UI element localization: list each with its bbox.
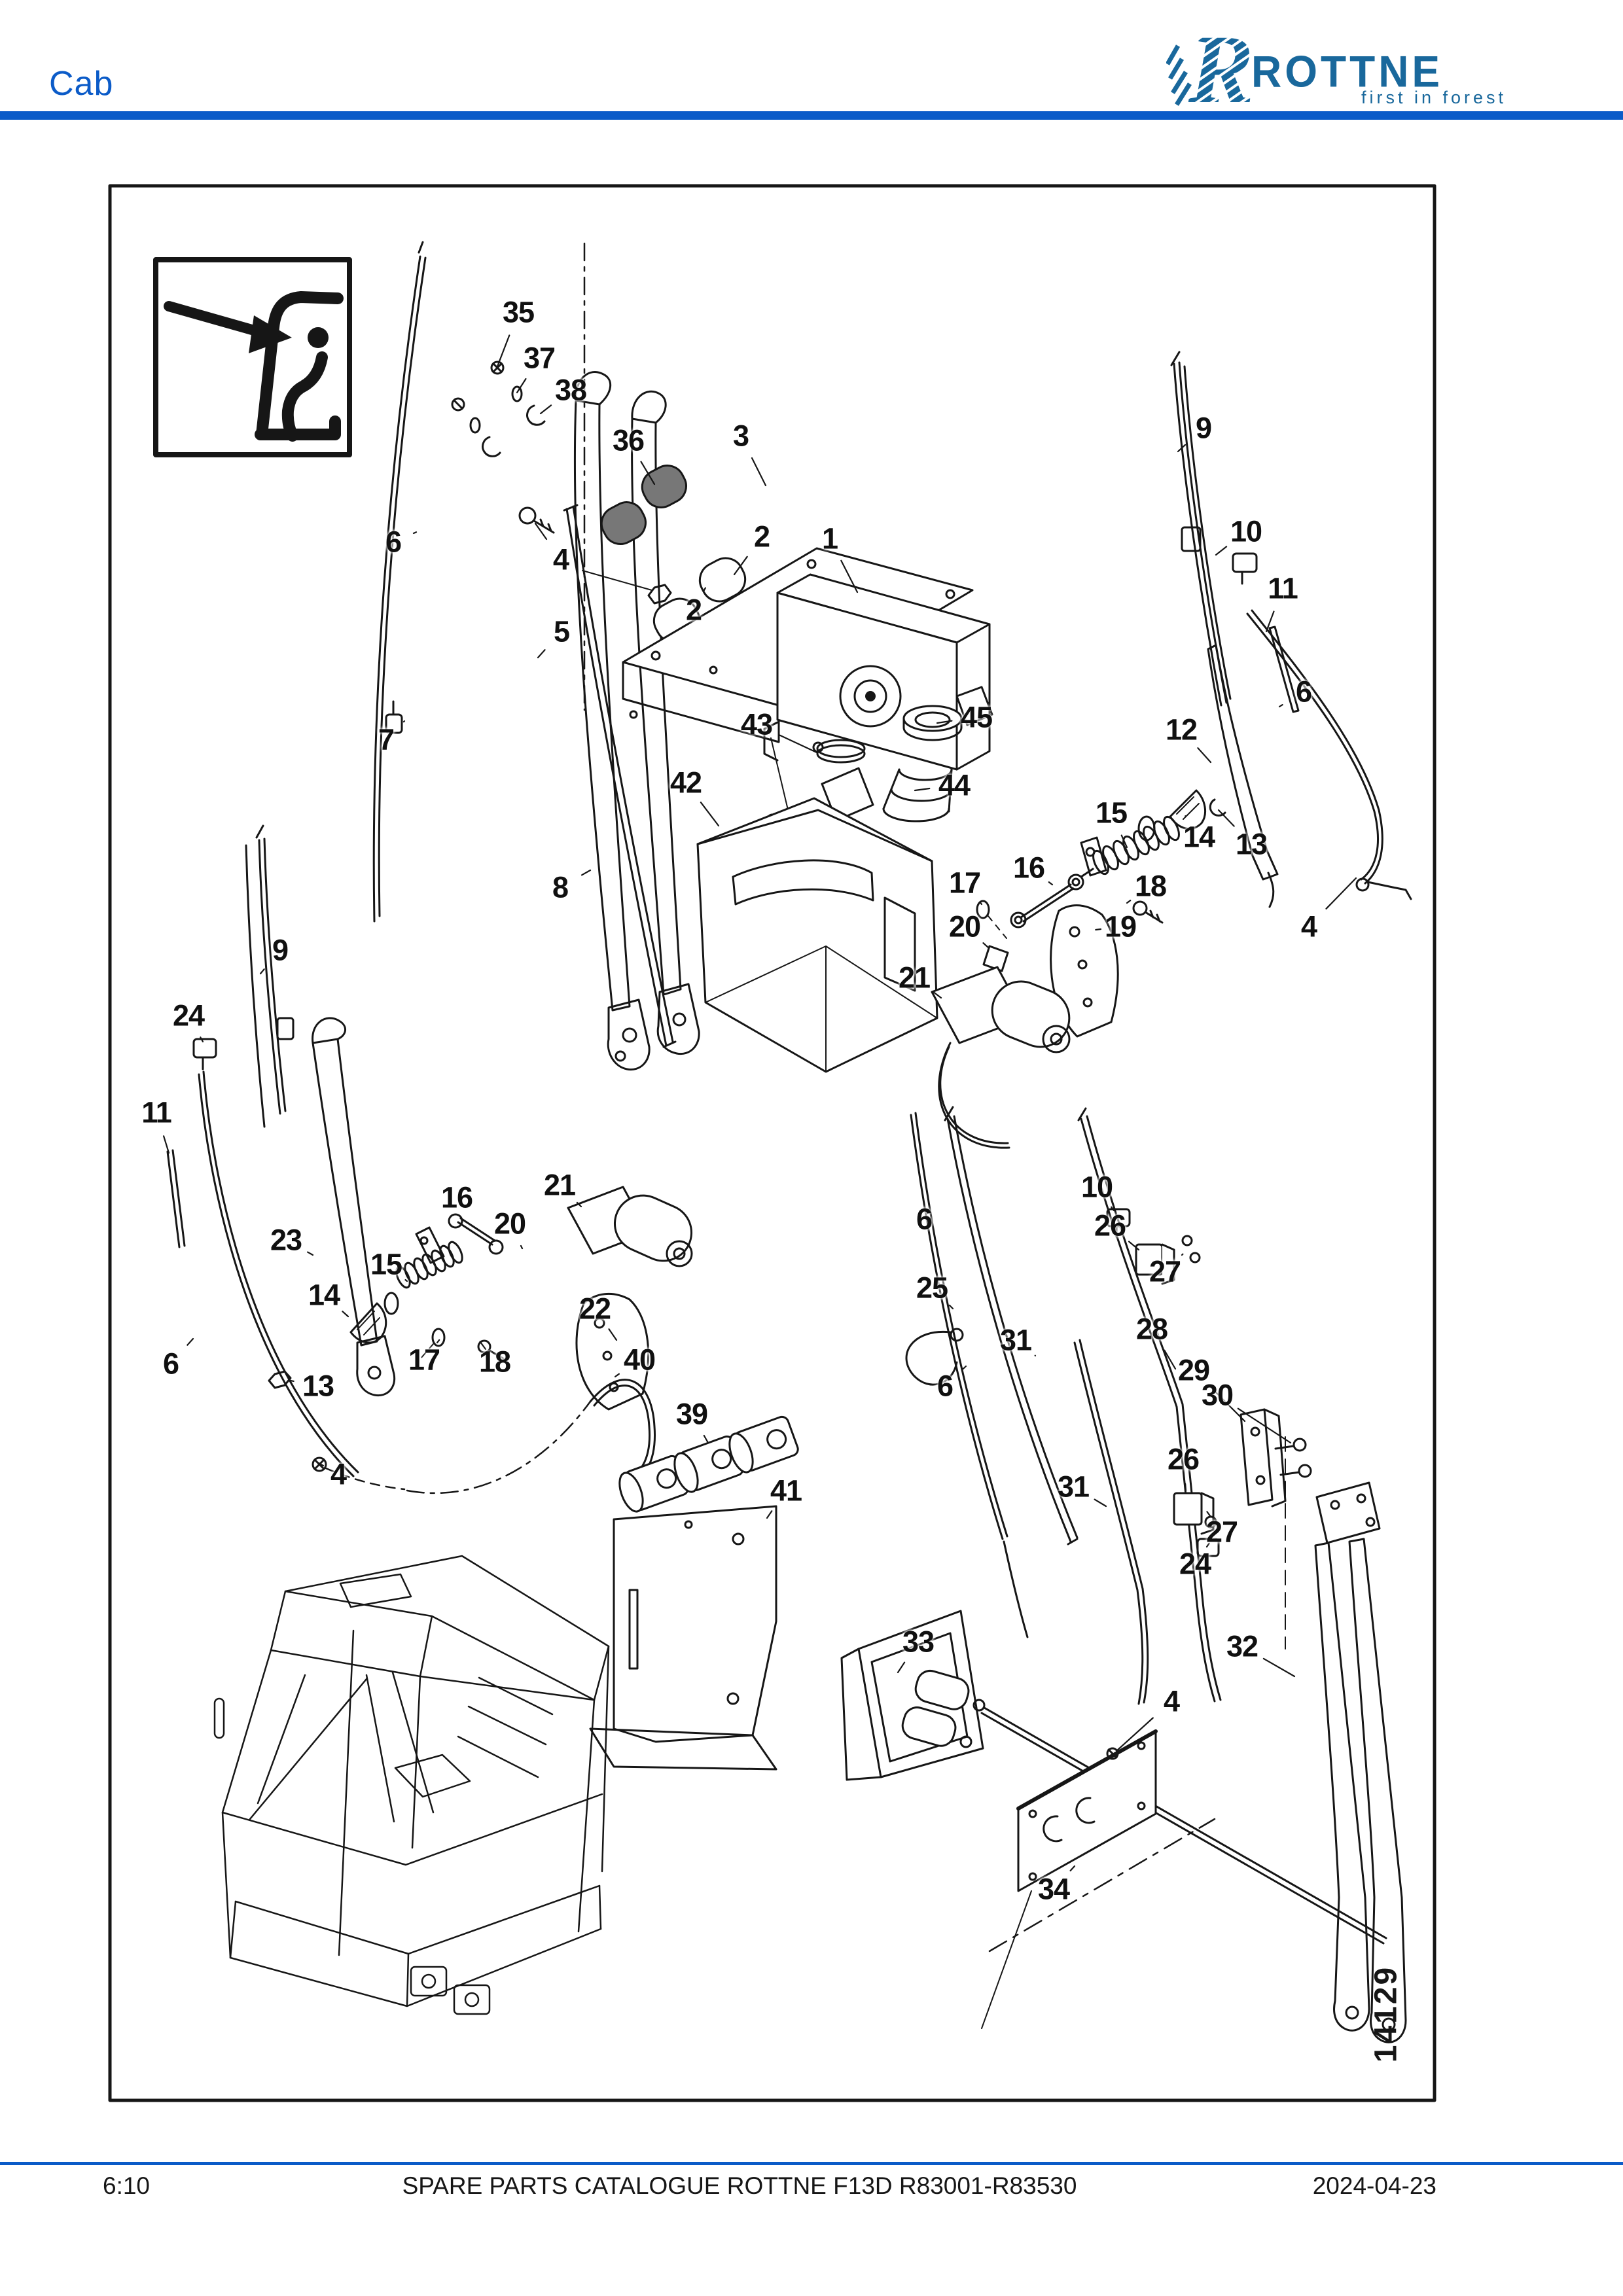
callout-41: 41 <box>770 1474 802 1508</box>
callout-32: 32 <box>1226 1629 1258 1663</box>
callout-13: 13 <box>302 1369 334 1403</box>
callout-31: 31 <box>999 1323 1032 1357</box>
callout-23: 23 <box>270 1223 302 1257</box>
callout-29: 29 <box>1177 1353 1210 1387</box>
callout-2: 2 <box>753 520 770 554</box>
callout-33: 33 <box>902 1625 935 1659</box>
callout-9: 9 <box>272 933 289 967</box>
callout-18: 18 <box>1134 869 1167 903</box>
callout-6: 6 <box>936 1369 954 1403</box>
callout-11: 11 <box>141 1095 172 1129</box>
callout-14: 14 <box>308 1278 340 1312</box>
callout-9: 9 <box>1195 411 1212 445</box>
callout-28: 28 <box>1135 1312 1168 1346</box>
callout-26: 26 <box>1094 1209 1126 1243</box>
callout-2: 2 <box>685 593 702 627</box>
callout-20: 20 <box>948 910 981 944</box>
page-title: Cab <box>49 65 114 103</box>
callout-27: 27 <box>1205 1515 1238 1549</box>
r-mark-speedlines <box>1166 44 1192 106</box>
callout-34: 34 <box>1037 1872 1070 1906</box>
callout-21: 21 <box>898 961 931 995</box>
right-wiper-assembly <box>931 351 1412 1149</box>
callout-43: 43 <box>740 707 773 741</box>
callout-11: 11 <box>1268 571 1298 605</box>
callout-12: 12 <box>1165 713 1198 747</box>
brand-wordmark: ROTTNE <box>1251 46 1444 97</box>
figure-border <box>108 184 1436 2102</box>
callout-leader-lines <box>163 334 1357 1872</box>
callout-10: 10 <box>1230 514 1262 548</box>
callout-21: 21 <box>543 1168 576 1202</box>
callout-24: 24 <box>172 998 205 1033</box>
callout-36: 36 <box>612 423 645 457</box>
callout-26: 26 <box>1167 1442 1200 1476</box>
callout-17: 17 <box>948 866 981 900</box>
callout-16: 16 <box>1012 851 1045 885</box>
rear-wiper-assembly <box>840 1106 1407 2043</box>
callout-40: 40 <box>623 1343 656 1377</box>
footer-page-number: 6:10 <box>103 2172 151 2199</box>
callout-17: 17 <box>408 1343 440 1377</box>
callout-31: 31 <box>1057 1470 1090 1504</box>
callout-38: 38 <box>554 373 587 407</box>
callout-15: 15 <box>1095 796 1128 830</box>
callout-18: 18 <box>478 1345 511 1379</box>
callout-6: 6 <box>385 525 402 559</box>
brand-tagline: first in forest <box>1361 88 1507 107</box>
callout-39: 39 <box>675 1397 708 1431</box>
linkage-spring-right <box>1092 815 1180 875</box>
callout-3: 3 <box>732 419 749 453</box>
r-mark-letter: R <box>1188 18 1254 116</box>
callout-25: 25 <box>916 1271 948 1305</box>
cab-wireframe <box>213 1555 610 2015</box>
callout-16: 16 <box>440 1180 473 1214</box>
figure-number: 14129 <box>1368 1965 1404 2063</box>
callout-19: 19 <box>1104 910 1137 944</box>
washer-tank-group <box>696 705 963 1073</box>
header-rule <box>0 111 1623 120</box>
callout-6: 6 <box>916 1202 933 1236</box>
callout-1: 1 <box>821 521 838 556</box>
callout-4: 4 <box>1163 1684 1180 1718</box>
callout-4: 4 <box>330 1457 347 1491</box>
linkage-spring-left <box>395 1241 463 1289</box>
callout-37: 37 <box>523 341 556 375</box>
callout-10: 10 <box>1080 1170 1113 1204</box>
callout-7: 7 <box>378 722 395 756</box>
callout-22: 22 <box>579 1292 611 1326</box>
callout-42: 42 <box>669 766 702 800</box>
callout-30: 30 <box>1201 1378 1234 1412</box>
callout-20: 20 <box>493 1207 526 1241</box>
callout-13: 13 <box>1235 827 1268 861</box>
callout-8: 8 <box>552 870 569 904</box>
callout-35: 35 <box>502 295 535 329</box>
callout-14: 14 <box>1183 820 1215 854</box>
callout-44: 44 <box>938 768 971 802</box>
callout-27: 27 <box>1149 1254 1181 1288</box>
footer-date: 2024-04-23 <box>1312 2172 1436 2199</box>
callout-4: 4 <box>1300 910 1317 944</box>
callout-15: 15 <box>370 1247 402 1281</box>
callout-45: 45 <box>960 700 993 734</box>
callout-6: 6 <box>162 1347 179 1381</box>
callout-6: 6 <box>1295 675 1312 709</box>
callout-4: 4 <box>552 542 569 576</box>
callout-24: 24 <box>1179 1547 1211 1581</box>
rottne-logo-mark: R <box>1166 18 1254 116</box>
footer-catalogue-title: SPARE PARTS CATALOGUE ROTTNE F13D R83001… <box>402 2172 1077 2199</box>
callout-5: 5 <box>553 614 570 648</box>
cab-door-arrow-icon <box>153 257 352 457</box>
footer-rule <box>0 2162 1623 2165</box>
